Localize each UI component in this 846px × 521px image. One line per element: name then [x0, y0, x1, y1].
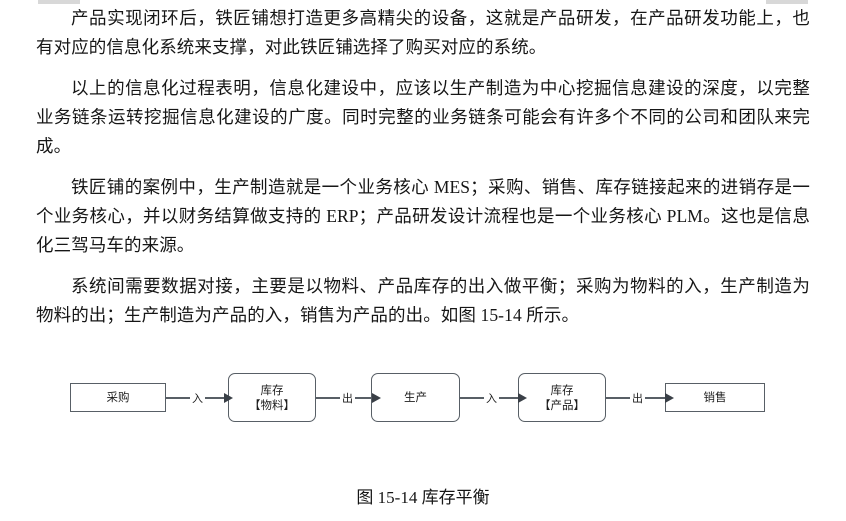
diagram-node-production: 生产: [371, 373, 460, 422]
diagram-node-label: 库存: [260, 382, 284, 397]
diagram-node-label: 库存: [550, 382, 574, 397]
diagram-node-inventory-product: 库存【产品】: [518, 373, 606, 422]
diagram-node-purchasing: 采购: [70, 383, 166, 412]
connector-line: [499, 397, 519, 399]
diagram-node-label: 销售: [703, 390, 727, 404]
connector-arrowhead-icon: [665, 393, 674, 403]
connector-arrowhead-icon: [518, 393, 527, 403]
diagram-node-sublabel: 【产品】: [539, 397, 585, 412]
diagram-connector-material-to-production: 出: [316, 387, 381, 409]
connector-line: [606, 397, 630, 399]
paragraph-3: 铁匠铺的案例中，生产制造就是一个业务核心 MES；采购、销售、库存链接起来的进销…: [36, 177, 810, 255]
inventory-balance-diagram: 采购库存【物料】生产库存【产品】销售入出入出: [0, 360, 846, 455]
paragraph-4: 系统间需要数据对接，主要是以物料、产品库存的出入做平衡；采购为物料的入，生产制造…: [36, 276, 810, 325]
figure-caption: 图 15-14 库存平衡: [356, 488, 490, 507]
diagram-node-label: 生产: [404, 390, 427, 404]
connector-arrowhead-icon: [224, 393, 233, 403]
body-text-block: 产品实现闭环后，铁匠铺想打造更多高精尖的设备，这就是产品研发，在产品研发功能上，…: [36, 4, 810, 330]
connector-line: [316, 397, 340, 399]
paragraph-2: 以上的信息化过程表明，信息化建设中，应该以生产制造为中心挖掘信息建设的深度，以完…: [36, 78, 810, 156]
paragraph-1: 产品实现闭环后，铁匠铺想打造更多高精尖的设备，这就是产品研发，在产品研发功能上，…: [36, 8, 810, 57]
connector-line: [355, 397, 373, 399]
diagram-node-inventory-material: 库存【物料】: [228, 373, 316, 422]
diagram-connector-purchasing-to-material: 入: [166, 387, 233, 409]
diagram-node-label: 采购: [106, 390, 130, 404]
connector-line: [645, 397, 666, 399]
diagram-node-sales: 销售: [665, 383, 765, 412]
diagram-connector-product-to-sales: 出: [606, 387, 674, 409]
page-edge-artifact-left: [38, 0, 80, 4]
connector-label: 出: [632, 391, 643, 405]
connector-line: [460, 397, 484, 399]
page-edge-artifact-right: [766, 0, 808, 4]
connector-label: 出: [342, 391, 353, 405]
diagram-connector-production-to-product: 入: [460, 387, 527, 409]
connector-label: 入: [486, 391, 497, 405]
connector-arrowhead-icon: [372, 393, 381, 403]
connector-line: [166, 397, 190, 399]
connector-label: 入: [192, 391, 203, 405]
diagram-node-sublabel: 【物料】: [249, 397, 295, 412]
connector-line: [205, 397, 225, 399]
